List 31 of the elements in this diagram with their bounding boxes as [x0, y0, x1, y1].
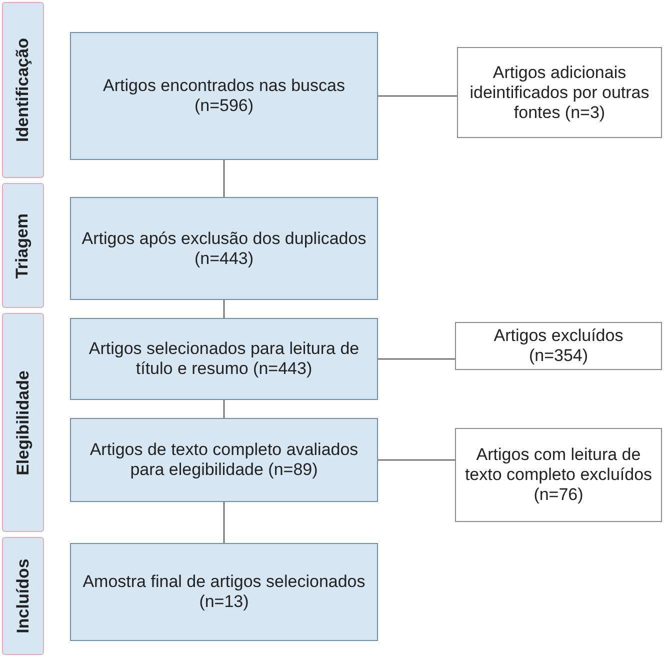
stage-label: Identificação	[13, 38, 33, 142]
box-text: Artigos após exclusão dos duplicados (n=443)	[80, 228, 368, 268]
connector-line	[378, 459, 455, 461]
process-box	[70, 543, 378, 641]
stage-band	[2, 313, 44, 532]
box-text: Artigos de texto completo avaliados para elegibilidade (n=89)	[88, 440, 360, 480]
process-box	[70, 32, 378, 160]
connector-line	[378, 358, 455, 360]
stage-label: Incluídos	[13, 558, 33, 634]
stage-label: Triagem	[13, 212, 33, 278]
box-text: Artigos encontrados nas buscas (n=596)	[102, 76, 346, 116]
stage-band	[2, 183, 44, 308]
box-text: Amostra final de artigos selecionados (n=13)	[82, 572, 366, 612]
connector-line	[223, 502, 225, 543]
stage-band	[2, 2, 44, 178]
process-box	[70, 318, 378, 400]
box-text: Artigos selecionados para leitura de título e resumo (n=443)	[88, 339, 360, 379]
box-text: Artigos excluídos (n=354)	[492, 326, 624, 366]
connector-line	[223, 160, 225, 197]
process-box	[70, 418, 378, 502]
side-box	[455, 428, 662, 522]
side-box	[455, 322, 662, 370]
connector-line	[223, 400, 225, 418]
connector-line	[378, 95, 457, 97]
box-text: Artigos adicionais ideintificados por outras fontes (n=3)	[468, 62, 650, 122]
stage-label: Elegibilidade	[13, 370, 33, 475]
connector-line	[223, 300, 225, 318]
process-box	[70, 197, 378, 300]
box-text: Artigos com leitura de texto completo excluídos (n=76)	[464, 445, 654, 505]
stage-band	[2, 537, 44, 655]
side-box	[457, 47, 662, 138]
